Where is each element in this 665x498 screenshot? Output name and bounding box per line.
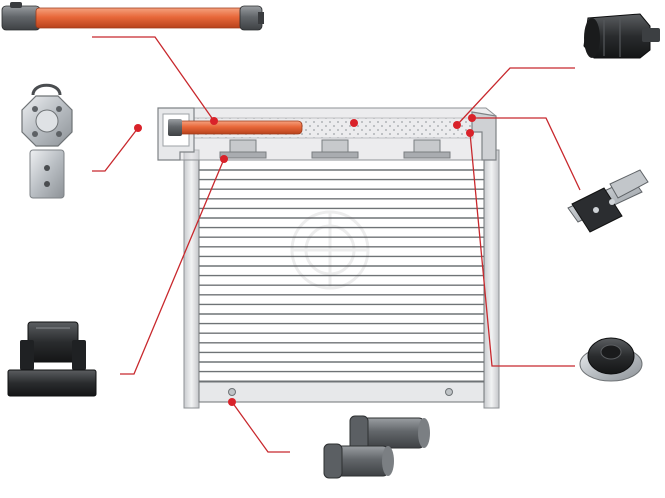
callout-line-bracket <box>92 127 139 172</box>
left-guide-rail <box>183 149 200 409</box>
bottom-bar-screw-right <box>445 388 453 396</box>
shaft-end-cap-icon <box>583 13 660 59</box>
watermark-emblem <box>290 210 370 290</box>
tubular-motor-icon <box>1 2 264 31</box>
installed-motor-head <box>168 119 182 136</box>
rubber-stopper-icon <box>323 415 430 479</box>
slat-curtain <box>198 159 485 383</box>
callout-line-bearing <box>469 132 575 367</box>
octagonal-bracket-icon <box>21 83 73 199</box>
callout-dot-stopper <box>228 398 236 406</box>
callout-dot-bearing <box>466 129 474 137</box>
callout-line-stopper <box>231 401 290 453</box>
callout-dot-bracket <box>134 124 142 132</box>
callout-dot-tube <box>350 119 358 127</box>
support-plate-icon <box>567 169 649 233</box>
callout-dot-end-cap <box>453 121 461 129</box>
callout-lines <box>92 36 581 453</box>
callout-dots <box>134 114 476 406</box>
callout-dot-strap-lock <box>220 155 228 163</box>
stopper-front <box>323 443 394 479</box>
callout-line-end-cap <box>456 67 575 126</box>
callout-line-strap-lock <box>120 158 225 375</box>
callout-line-motor <box>92 36 215 122</box>
installed-strap-locks <box>219 139 451 159</box>
ball-bearing-icon <box>579 337 643 382</box>
bottom-bar-screw-left <box>228 388 236 396</box>
slat-lines <box>199 169 484 382</box>
shutter-assembly <box>157 107 500 409</box>
callout-line-wall-plate <box>472 117 581 191</box>
stopper-back <box>349 415 430 451</box>
installed-motor <box>171 120 303 135</box>
right-guide-rail <box>483 149 500 409</box>
slat-lock-clip-icon <box>7 321 97 397</box>
callout-dot-wall-plate <box>468 114 476 122</box>
callout-dot-motor <box>210 117 218 125</box>
bottom-bar <box>198 381 485 403</box>
